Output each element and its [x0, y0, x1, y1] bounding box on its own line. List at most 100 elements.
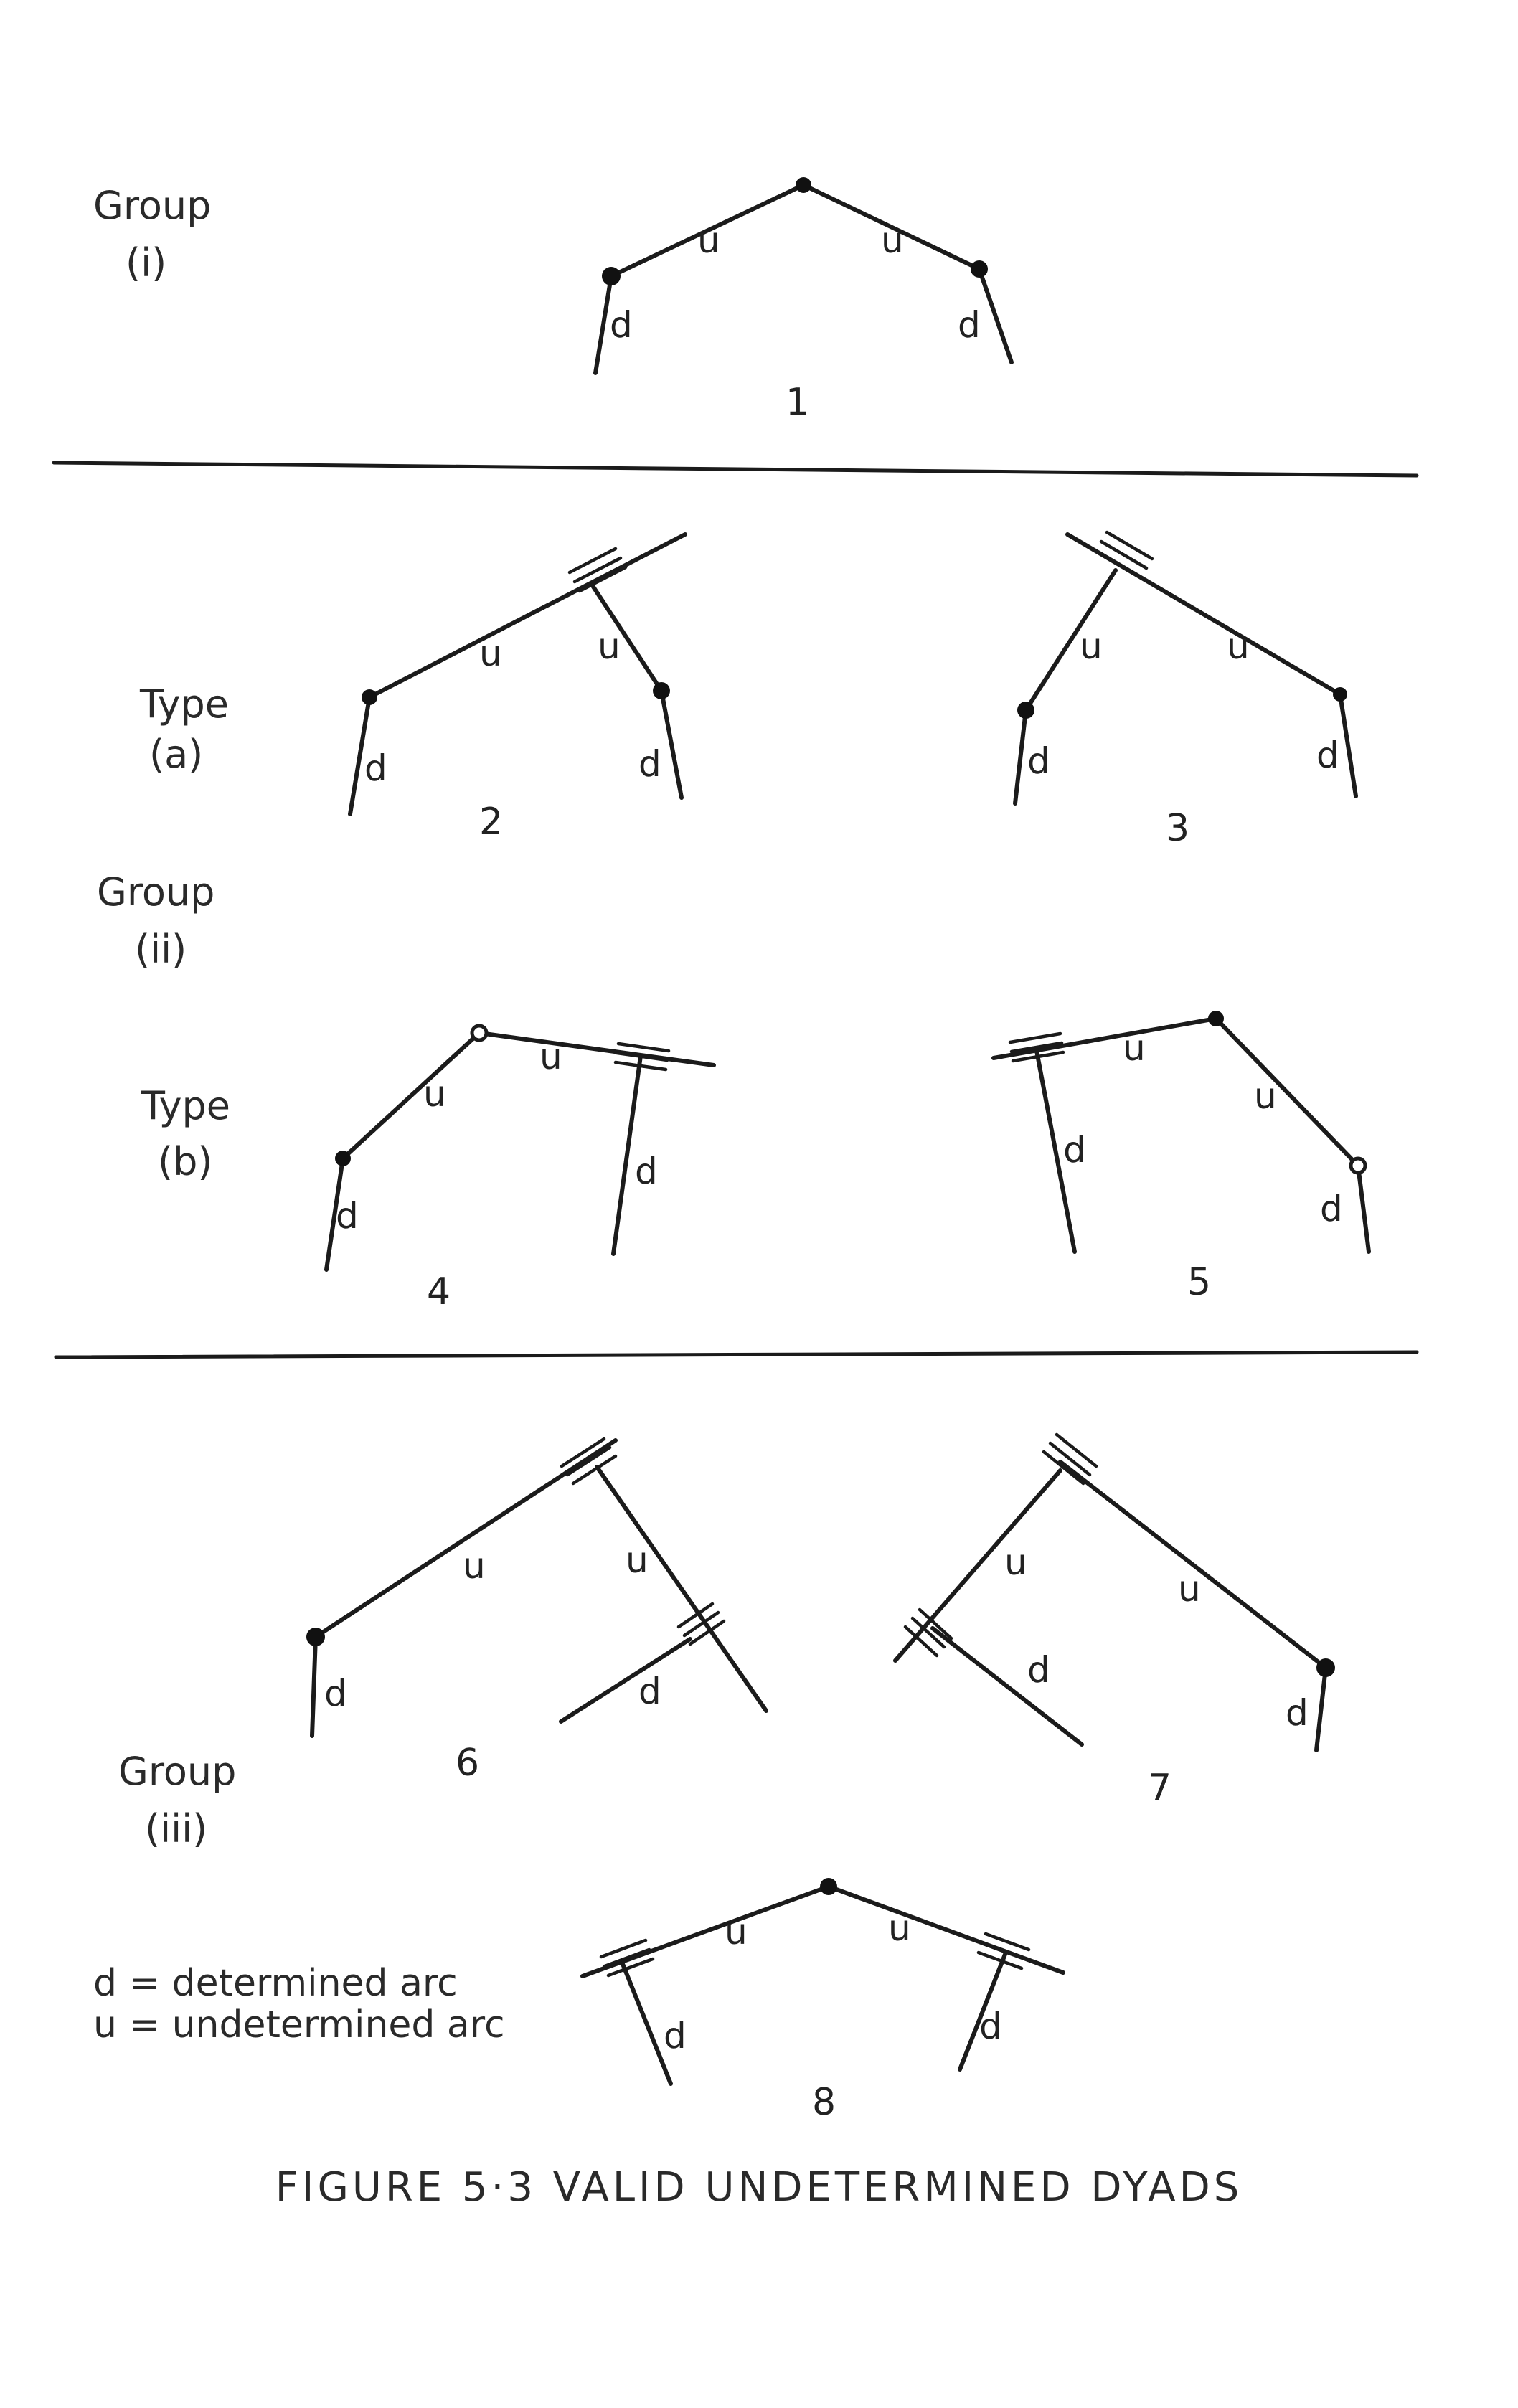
dyad-7-hatch — [1048, 1441, 1092, 1477]
dyad-7-label-d: d — [1027, 1649, 1050, 1691]
dyad-5-number: 5 — [1187, 1261, 1211, 1304]
dyad-2-number: 2 — [479, 801, 503, 844]
dyad-2-hatch — [578, 565, 628, 593]
dyad-5-arc-u-diag — [1214, 1016, 1360, 1168]
dyad-4-hatch — [613, 1060, 668, 1072]
dyad-4-hatch — [615, 1051, 669, 1062]
dyad-4-arc-u-diag — [341, 1031, 481, 1161]
dyad-8-hatch — [984, 1932, 1031, 1952]
dyad-2: u u d d 2 — [348, 532, 687, 844]
dyad-8-number: 8 — [812, 2081, 836, 2124]
dyad-6-label-u: u — [626, 1539, 649, 1581]
dyad-6-hatch — [565, 1445, 612, 1477]
dyad-5-node-open — [1349, 1156, 1367, 1175]
dyad-5-hatch — [1009, 1041, 1064, 1054]
dyad-6-hatch — [571, 1454, 618, 1486]
dyad-4-label-u: u — [423, 1073, 446, 1115]
dyad-1-arc-d-right — [977, 267, 1014, 364]
dyad-6-arc-u-diag — [595, 1465, 768, 1713]
dyad-4-arc-d-right — [611, 1054, 643, 1256]
dyad-8-hatch — [606, 1957, 655, 1978]
dyad-4-hatch — [616, 1042, 671, 1053]
dyad-6-arc-d-mid — [559, 1637, 692, 1724]
dyad-7-arc-u-long — [1058, 1460, 1328, 1670]
dyad-4-arc-u-top — [477, 1031, 716, 1067]
group-iii-title: Group — [118, 1749, 236, 1794]
type-b-label: Type (b) — [141, 1083, 230, 1184]
type-a-label: Type (a) — [139, 681, 229, 777]
dyad-6-hatch — [688, 1619, 726, 1646]
dyad-7-arc-u-diag — [893, 1468, 1062, 1663]
type-a-title: Type — [139, 681, 229, 727]
dyad-1-arc-d-left — [593, 274, 613, 375]
dyad-3-node — [1017, 702, 1034, 719]
dyad-2-arc-d-right — [659, 689, 684, 800]
dyad-7-label-u: u — [1178, 1568, 1201, 1610]
dyad-7-hatch — [1042, 1450, 1085, 1486]
dyad-8-hatch — [599, 1938, 648, 1959]
dyad-8-label-d: d — [664, 2015, 687, 2057]
dyad-7-number: 7 — [1148, 1767, 1172, 1810]
dyad-2-hatch — [567, 547, 618, 575]
dyad-5-label-d: d — [1320, 1188, 1343, 1229]
dyad-2-node — [653, 682, 670, 699]
separator-rule-1 — [52, 461, 1419, 478]
dyad-7-arc-d-mid — [930, 1626, 1084, 1747]
type-b-sub: (b) — [158, 1139, 212, 1184]
group-ii-sub: (ii) — [135, 927, 187, 972]
legend: d = determined arc u = undetermined arc — [93, 1962, 505, 2046]
dyad-7-node — [1316, 1658, 1335, 1677]
dyad-2-arc-u-short — [590, 582, 664, 693]
type-a-sub: (a) — [149, 732, 203, 777]
dyad-5-hatch — [1008, 1031, 1062, 1044]
dyad-3-arc-u-short — [1024, 568, 1118, 712]
dyad-2-node — [362, 689, 377, 705]
dyad-2-label-u: u — [598, 625, 621, 667]
dyad-4-label-d: d — [336, 1195, 359, 1237]
dyad-5-label-u: u — [1123, 1027, 1146, 1069]
dyad-7: u u d d 7 — [893, 1432, 1335, 1810]
dyad-3-node — [1333, 687, 1347, 702]
dyad-6-hatch — [676, 1602, 715, 1629]
dyad-6-label-u: u — [463, 1545, 486, 1587]
legend-determined: d = determined arc — [93, 1962, 458, 2005]
dyad-3-hatch — [1093, 549, 1143, 580]
dyad-5-node — [1208, 1011, 1224, 1026]
group-i-sub: (i) — [126, 240, 166, 285]
group-iii-sub: (iii) — [145, 1806, 207, 1851]
dyad-7-arc-d-right — [1314, 1666, 1328, 1752]
dyad-5-arc-u-top — [991, 1016, 1218, 1060]
dyad-4: u u d d 4 — [324, 1024, 716, 1313]
dyad-7-hatch — [910, 1616, 946, 1649]
dyad-3-label-u: u — [1080, 625, 1103, 667]
figure-caption: FIGURE 5·3 VALID UNDETERMINED DYADS — [275, 2164, 1243, 2211]
dyad-1-node — [971, 260, 988, 278]
dyad-8-label-u: u — [725, 1911, 748, 1953]
dyad-8-arc-d-right — [958, 1950, 1008, 2072]
dyad-4-arc-d-left — [324, 1156, 345, 1272]
dyad-1-arc-u-left — [609, 183, 806, 278]
dyad-5-arc-d-right — [1356, 1163, 1371, 1254]
dyad-8-arc-u-right — [826, 1884, 1065, 1975]
dyad-1-label-d: d — [958, 304, 981, 346]
dyad-4-node — [335, 1151, 351, 1166]
dyad-4-node-open — [470, 1024, 489, 1042]
dyad-1-label-d: d — [610, 304, 633, 346]
dyad-2-arc-d-left — [348, 695, 372, 816]
dyad-6-arc-d-left — [310, 1635, 318, 1738]
dyad-3-number: 3 — [1166, 807, 1189, 850]
dyad-1-node — [796, 177, 811, 193]
dyad-7-hatch — [903, 1625, 939, 1658]
dyad-4-label-d: d — [635, 1151, 658, 1192]
dyad-8-hatch — [976, 1950, 1024, 1970]
legend-undetermined: u = undetermined arc — [93, 2003, 505, 2046]
dyad-7-hatch — [1055, 1432, 1098, 1468]
group-iii-label: Group (iii) — [118, 1749, 236, 1851]
dyad-1-arc-u-right — [801, 183, 981, 271]
dyad-3-arc-d-left — [1013, 708, 1028, 806]
dyad-3-label-u: u — [1227, 625, 1250, 667]
dyad-8-hatch — [603, 1947, 651, 1968]
dyad-8-arc-u-left — [580, 1884, 831, 1978]
dyad-3: u u d d 3 — [1013, 530, 1358, 850]
